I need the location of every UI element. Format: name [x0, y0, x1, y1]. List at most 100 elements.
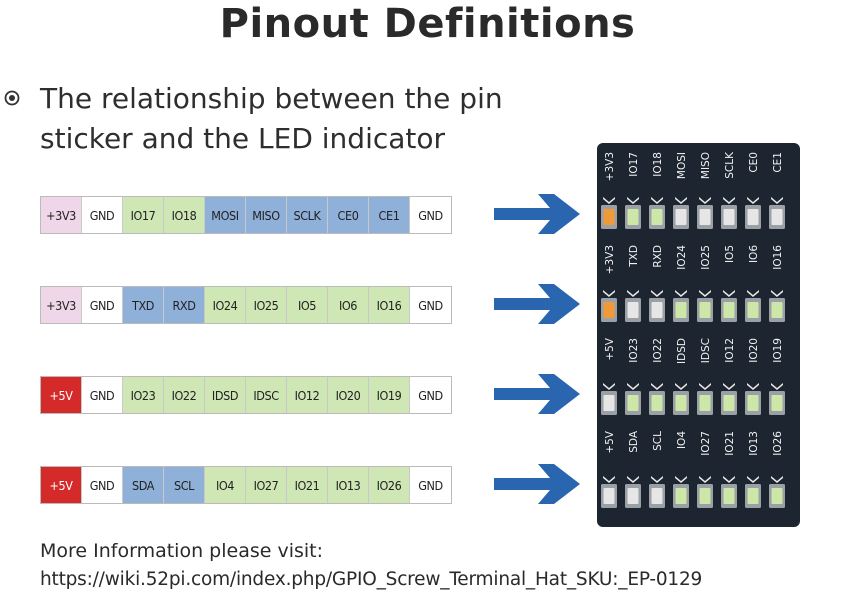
pin-cell: GND [82, 377, 123, 413]
pin-cell: TXD [123, 287, 164, 323]
board-body [597, 143, 800, 527]
led-indicator [723, 488, 735, 504]
board-chevron-mark [747, 197, 759, 204]
board-pin-label: MOSI [676, 152, 688, 179]
pin-cell: GND [410, 377, 451, 413]
led-indicator [771, 302, 783, 318]
board-chevron-mark [771, 290, 783, 297]
board-pin-label: IO13 [748, 431, 760, 456]
board-chevron-mark [723, 290, 735, 297]
led-indicator [747, 395, 759, 411]
led-indicator [675, 395, 687, 411]
board-chevron-mark [603, 383, 615, 390]
pin-cell: +5V [41, 467, 82, 503]
led-indicator [603, 488, 615, 504]
pin-cell: IDSD [205, 377, 246, 413]
led-indicator [699, 395, 711, 411]
led-indicator [651, 488, 663, 504]
board-pin-label: IO26 [772, 431, 784, 456]
led-indicator [651, 302, 663, 318]
pin-cell: IO17 [123, 197, 164, 233]
board-pin-label: IO20 [748, 338, 760, 363]
board-pin-label: IO27 [700, 431, 712, 456]
led-indicator [747, 488, 759, 504]
led-indicator [603, 209, 615, 225]
board-chevron-mark [723, 197, 735, 204]
led-indicator [627, 302, 639, 318]
pin-cell: GND [410, 467, 451, 503]
pin-cell: IO4 [205, 467, 246, 503]
pin-cell: +3V3 [41, 287, 82, 323]
board-chevron-mark [723, 383, 735, 390]
pin-cell: RXD [164, 287, 205, 323]
led-indicator [651, 395, 663, 411]
arrow-right-icon [494, 284, 580, 324]
led-indicator [771, 395, 783, 411]
board-pin-label: IO4 [676, 431, 688, 449]
pin-cell: GND [410, 287, 451, 323]
led-indicator [771, 488, 783, 504]
subtitle: The relationship between the pin sticker… [40, 79, 560, 159]
led-indicator [699, 209, 711, 225]
pin-sticker-strip-2: +3V3 GND TXD RXD IO24 IO25 IO5 IO6 IO16 … [40, 286, 452, 324]
board-chevron-mark [603, 197, 615, 204]
arrow-right-icon [494, 464, 580, 504]
board-pin-label: TXD [628, 245, 640, 268]
board-pin-label: IO16 [772, 245, 784, 270]
board-chevron-mark [627, 383, 639, 390]
board-chevron-mark [699, 383, 711, 390]
pin-cell: IO24 [205, 287, 246, 323]
board-pin-label: IO22 [652, 338, 664, 363]
arrow-right-icon [494, 374, 580, 414]
board-chevron-mark [651, 290, 663, 297]
led-indicator [747, 302, 759, 318]
pin-cell: IO12 [287, 377, 328, 413]
board-pin-label: SCL [652, 431, 664, 451]
board-chevron-mark [675, 290, 687, 297]
board-pin-label: +5V [604, 337, 616, 360]
board-chevron-mark [699, 290, 711, 297]
board-pin-label: +5V [604, 430, 616, 453]
pin-cell: SCLK [287, 197, 328, 233]
pin-cell: IO23 [123, 377, 164, 413]
board-chevron-mark [651, 383, 663, 390]
page-title: Pinout Definitions [219, 1, 636, 47]
pin-cell: IO20 [328, 377, 369, 413]
board-chevron-mark [627, 197, 639, 204]
board-pin-label: IDSD [676, 338, 688, 364]
pin-cell: IDSC [246, 377, 287, 413]
pin-sticker-strip-3: +5V GND IO23 IO22 IDSD IDSC IO12 IO20 IO… [40, 376, 452, 414]
pin-cell: IO22 [164, 377, 205, 413]
board-chevron-mark [747, 290, 759, 297]
board-pin-label: +3V3 [604, 152, 616, 181]
board-pin-label: IO6 [748, 245, 760, 263]
pin-cell: GND [410, 197, 451, 233]
board-chevron-mark [603, 290, 615, 297]
board-pin-label: IO24 [676, 245, 688, 270]
pin-cell: MISO [246, 197, 287, 233]
board-chevron-mark [771, 476, 783, 483]
board-pin-label: +3V3 [604, 245, 616, 274]
led-indicator [603, 395, 615, 411]
board-chevron-mark [675, 197, 687, 204]
board-chevron-mark [627, 290, 639, 297]
led-indicator [675, 302, 687, 318]
pin-cell: IO21 [287, 467, 328, 503]
board-pin-label: IO12 [724, 338, 736, 363]
pin-cell: GND [82, 467, 123, 503]
pin-sticker-strip-4: +5V GND SDA SCL IO4 IO27 IO21 IO13 IO26 … [40, 466, 452, 504]
target-bullet-icon [4, 90, 20, 106]
pin-cell: CE0 [328, 197, 369, 233]
subtitle-line-2: sticker and the LED indicator [40, 122, 446, 155]
board-pin-label: IO5 [724, 245, 736, 263]
board-chevron-mark [627, 476, 639, 483]
board-chevron-mark [675, 383, 687, 390]
board-pin-label: CE0 [748, 152, 760, 173]
led-indicator [723, 395, 735, 411]
pin-cell: IO6 [328, 287, 369, 323]
subtitle-line-1: The relationship between the pin [40, 82, 503, 115]
led-indicator [675, 488, 687, 504]
board-chevron-mark [651, 197, 663, 204]
board-pin-label: CE1 [772, 152, 784, 173]
